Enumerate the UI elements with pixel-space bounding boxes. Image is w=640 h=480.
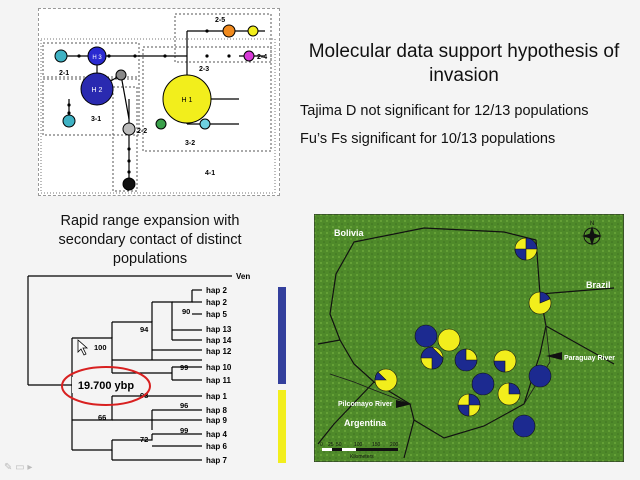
support-value: 66 <box>98 413 106 422</box>
clade-box-3-2 <box>142 46 272 152</box>
haplotype-h3-label: H 3 <box>92 55 102 61</box>
tree-tip: hap 14 <box>206 336 232 345</box>
haplotype-circle <box>62 114 76 128</box>
distribution-map-svg: Bolivia Brazil Paraguay River Pilcomayo … <box>313 213 625 463</box>
tree-subtitle: Rapid range expansion with secondary con… <box>58 213 242 267</box>
tree-tip: Ven <box>236 272 250 281</box>
tree-tip: hap 8 <box>206 406 227 415</box>
haplotype-circle <box>122 122 136 136</box>
haplotype-h2-circle <box>80 72 114 106</box>
haplotype-circle <box>247 25 259 37</box>
scale-tick: 100 <box>354 442 363 448</box>
brazil-border <box>539 287 615 365</box>
support-value: 90 <box>182 307 190 316</box>
haplotype-circle <box>243 50 255 62</box>
scale-tick: 50 <box>336 442 342 448</box>
map-label-bolivia: Bolivia <box>334 228 365 238</box>
scale-bar: 0 25 50 100 150 200 Kilometers <box>320 442 399 460</box>
support-value: 72 <box>140 435 148 444</box>
map-label-paraguay-river: Paraguay River <box>564 355 615 362</box>
clade-label: 2-3 <box>199 66 209 73</box>
clade-box-4-1 <box>40 38 276 194</box>
compass-icon: N <box>582 221 602 246</box>
clade-label: 2-1 <box>59 70 69 77</box>
tree-tip: hap 1 <box>206 392 227 401</box>
distribution-map: Bolivia Brazil Paraguay River Pilcomayo … <box>313 213 625 463</box>
phylogenetic-tree: Ven hap 2 hap 2 hap 5 hap 13 hap 14 hap … <box>22 270 304 470</box>
haplotype-h2-label: H 2 <box>92 87 103 94</box>
phylogenetic-tree-svg: Ven hap 2 hap 2 hap 5 hap 13 hap 14 hap … <box>27 272 286 465</box>
clade-label: 2-2 <box>137 128 147 135</box>
node-age-label: 19.700 ybp <box>78 380 135 392</box>
slide-title: Molecular data support hypothesis of inv… <box>308 41 620 86</box>
argentina-border <box>317 339 415 459</box>
map-background <box>313 213 625 463</box>
clade-label: 4-1 <box>205 170 215 177</box>
haplotype-network-svg: H 3 H 2 H 1 2-5 2-1 2-3 2-4 3-1 2-2 3-2 … <box>40 13 276 194</box>
clade-label: 2-5 <box>215 17 225 24</box>
pilcomayo-river-line <box>329 373 411 405</box>
tree-tip: hap 4 <box>206 430 227 439</box>
pen-tool-icon[interactable]: ✎ <box>4 462 13 473</box>
haplotype-network: H 3 H 2 H 1 2-5 2-1 2-3 2-4 3-1 2-2 3-2 … <box>38 8 280 196</box>
paraguay-river-arrow-icon <box>546 352 562 360</box>
scale-tick: 200 <box>390 442 399 448</box>
support-value: 100 <box>94 343 107 352</box>
haplotype-circle <box>155 118 167 130</box>
map-label-brazil: Brazil <box>586 280 611 290</box>
paraguay-border <box>329 227 547 439</box>
clade-box-2-5 <box>174 13 272 63</box>
support-value: 99 <box>180 363 188 372</box>
slideshow-controls[interactable]: ✎ ▭ ▸ <box>4 462 32 473</box>
menu-icon[interactable]: ▭ <box>15 462 25 473</box>
clade-box-2-2 <box>112 86 138 192</box>
haplotype-h1-label: H 1 <box>182 97 193 104</box>
haplotype-h3-circle <box>87 46 107 66</box>
node-age-background <box>72 377 140 393</box>
tree-tip: hap 2 <box>206 298 227 307</box>
bullet-fu: Fu’s Fs significant for 10/13 population… <box>300 131 556 147</box>
pilcomayo-river-arrow-icon <box>396 400 412 408</box>
haplotype-h1-circle <box>162 74 212 124</box>
haplotype-circle <box>115 69 127 81</box>
support-value: 94 <box>140 325 149 334</box>
yellow-clade-bar <box>278 390 286 463</box>
scale-tick: 0 <box>320 442 323 448</box>
tree-tip: hap 11 <box>206 376 231 385</box>
tree-tip: hap 5 <box>206 310 227 319</box>
tree-tip: hap 13 <box>206 325 232 334</box>
clade-label: 2-4 <box>257 54 267 61</box>
support-value: 99 <box>180 426 188 435</box>
support-value: 96 <box>180 401 188 410</box>
map-label-pilcomayo-river: Pilcomayo River <box>338 401 393 408</box>
tree-tip: hap 6 <box>206 442 227 451</box>
tree-tip: hap 2 <box>206 286 227 295</box>
tree-tip: hap 7 <box>206 456 227 465</box>
haplotype-circle <box>54 49 68 63</box>
mouse-cursor-icon <box>77 339 89 356</box>
node-age-ellipse <box>61 366 151 406</box>
clade-label: 3-2 <box>185 140 195 147</box>
clade-label: 3-1 <box>91 116 101 123</box>
map-label-argentina: Argentina <box>344 418 387 428</box>
scale-tick: 150 <box>372 442 381 448</box>
haplotype-circle <box>222 24 236 38</box>
scale-unit: Kilometers <box>350 454 374 460</box>
blue-clade-bar <box>278 287 286 384</box>
bullet-tajima: Tajima D not significant for 12/13 popul… <box>300 103 589 119</box>
tree-tip: hap 9 <box>206 416 227 425</box>
tree-tip: hap 10 <box>206 363 232 372</box>
scale-tick: 25 <box>328 442 334 448</box>
compass-north-label: N <box>590 221 594 227</box>
next-slide-icon[interactable]: ▸ <box>27 462 33 473</box>
tree-tip: hap 12 <box>206 347 232 356</box>
haplotype-circle <box>122 177 136 191</box>
haplotype-circle <box>199 118 211 130</box>
